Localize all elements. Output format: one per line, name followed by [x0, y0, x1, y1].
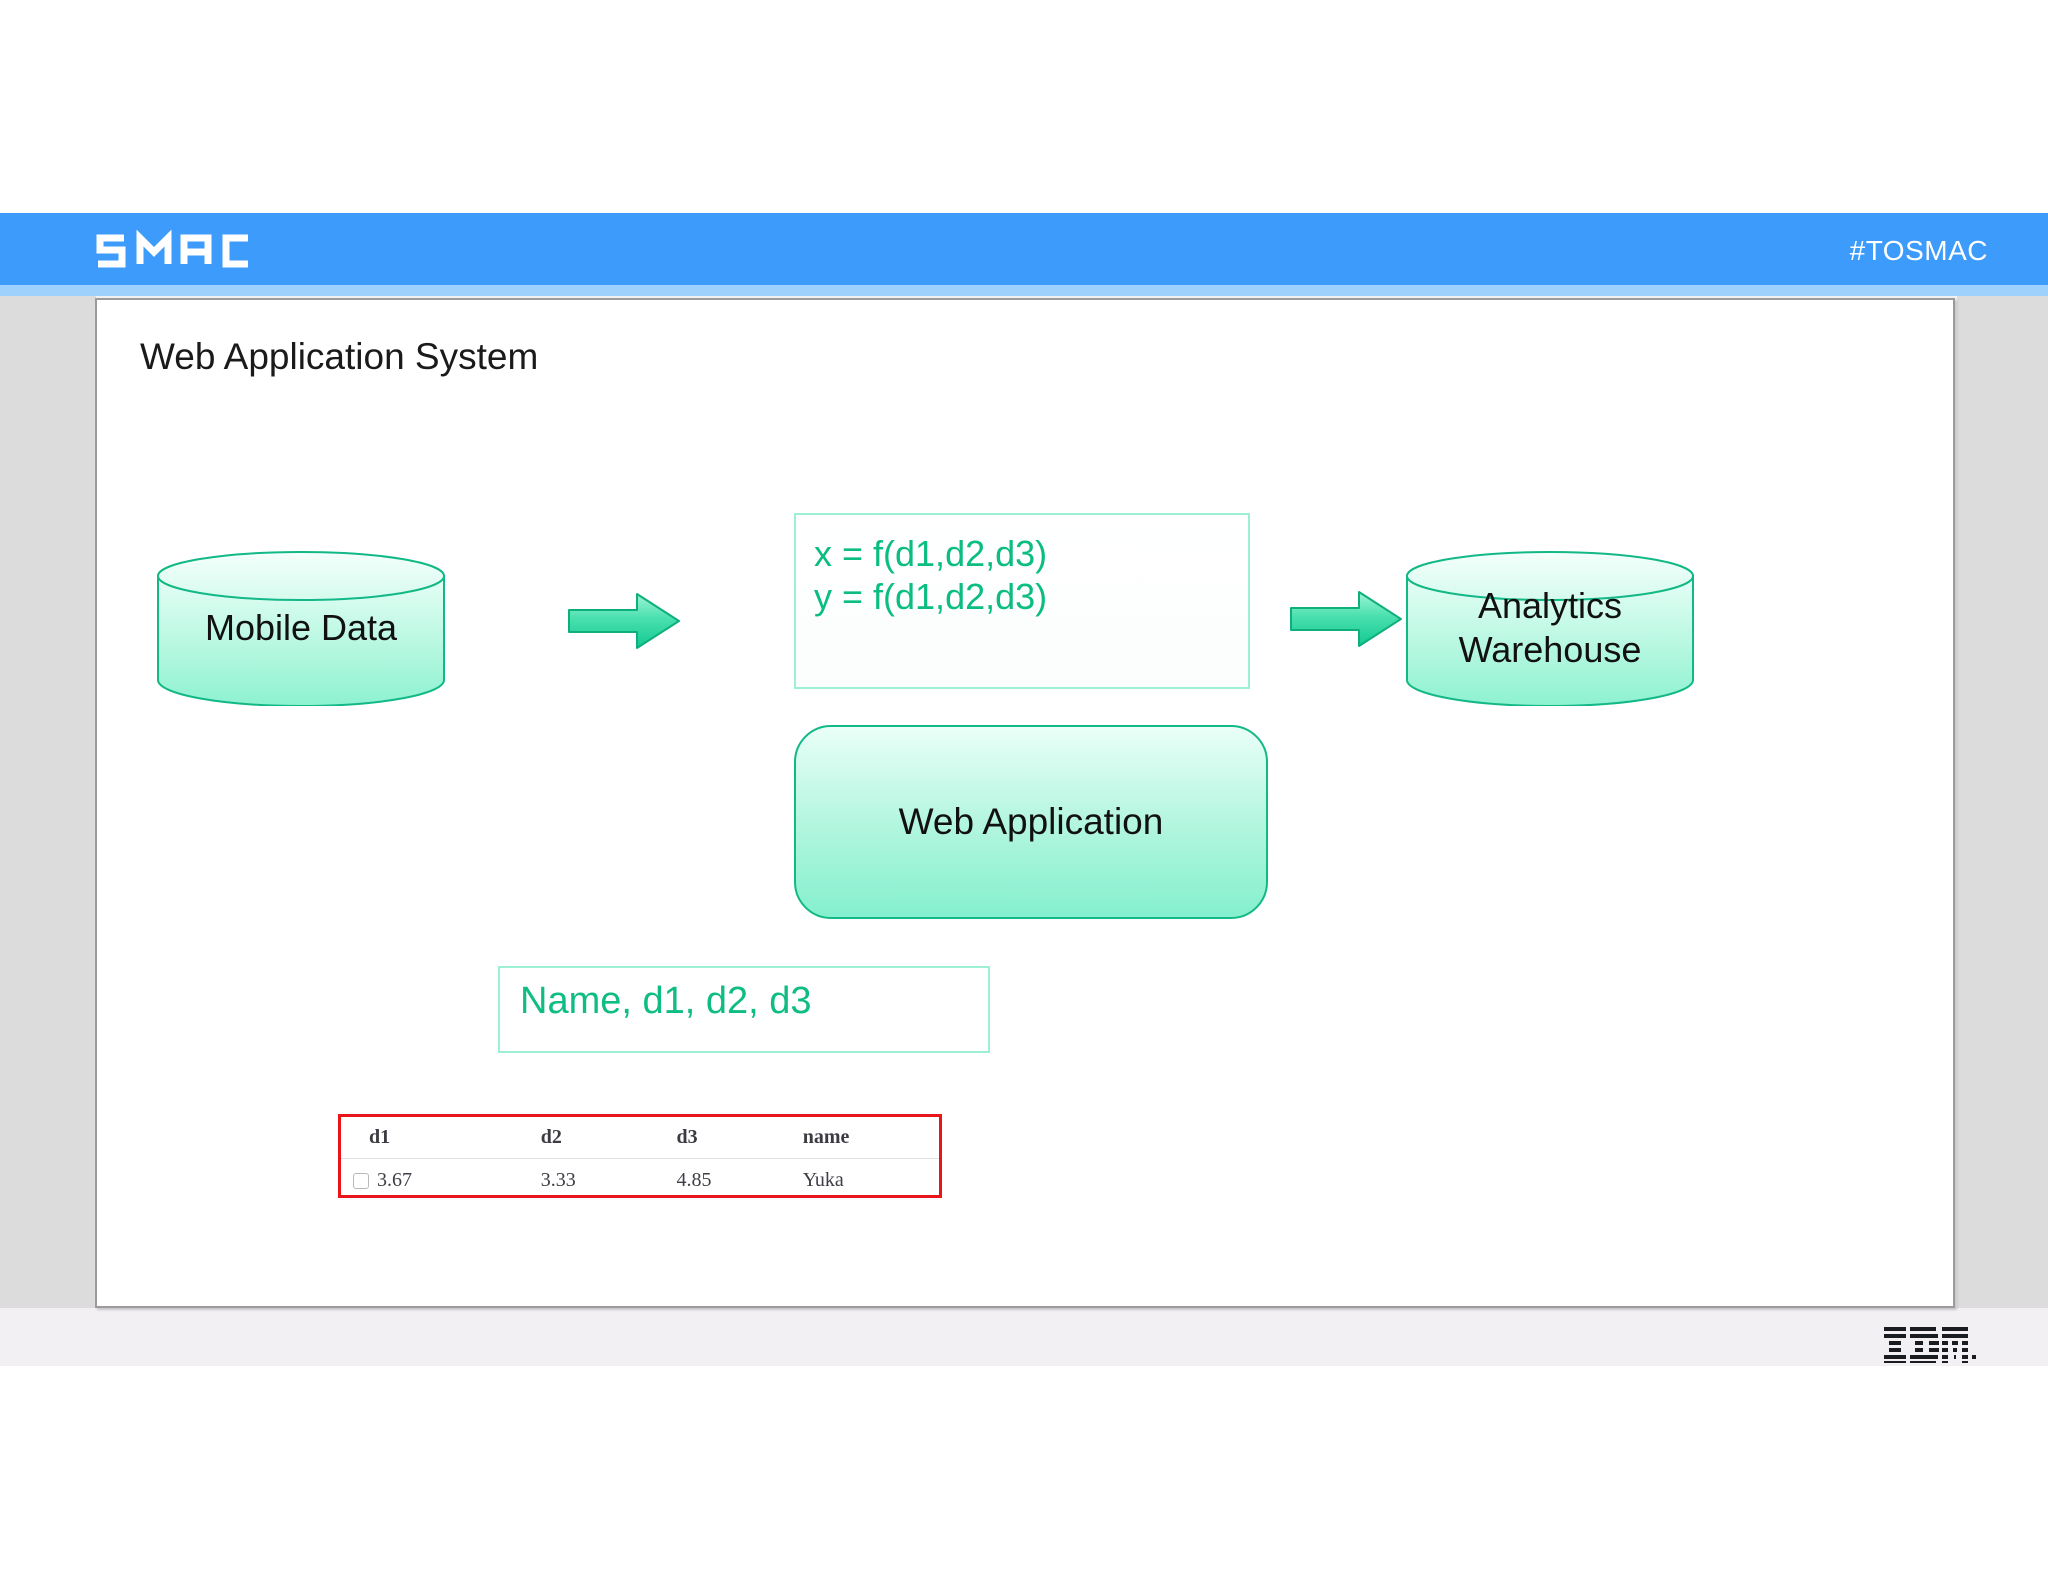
- smac-logo[interactable]: [88, 229, 288, 272]
- right-grey-margin: [1957, 296, 2048, 1308]
- row-checkbox[interactable]: [353, 1173, 369, 1190]
- column-header-d2[interactable]: d2: [540, 1117, 677, 1159]
- formula-line-y: y = f(d1,d2,d3): [814, 576, 1048, 617]
- mobile-data-cylinder[interactable]: Mobile Data: [156, 550, 446, 706]
- brand-bar: [0, 213, 2048, 285]
- page-title: Web Application System: [140, 336, 539, 377]
- table-row[interactable]: 3.67 3.33 4.85 Yuka: [341, 1159, 939, 1201]
- web-application-label: Web Application: [898, 801, 1164, 842]
- ibm-logo: [1884, 1325, 1980, 1363]
- cell-d2: 3.33: [540, 1169, 576, 1191]
- data-table: d1 d2 d3 name 3.67 3.33 4.85 Yuka: [341, 1117, 939, 1200]
- event-hashtag: #TOSMAC: [1849, 235, 1988, 266]
- data-table-highlight: d1 d2 d3 name 3.67 3.33 4.85 Yuka: [338, 1114, 942, 1198]
- formula-line-x: x = f(d1,d2,d3): [814, 533, 1048, 574]
- column-header-d3[interactable]: d3: [676, 1117, 803, 1159]
- table-header-row: d1 d2 d3 name: [341, 1117, 939, 1159]
- fields-callout: Name, d1, d2, d3: [498, 966, 990, 1053]
- cell-d3: 4.85: [676, 1169, 712, 1191]
- column-header-name[interactable]: name: [802, 1117, 939, 1159]
- web-application-box[interactable]: Web Application: [793, 724, 1269, 920]
- brand-bar-underline: [0, 285, 2048, 296]
- arrow-source-to-process-icon: [565, 588, 685, 654]
- cell-d1-value: 3.67: [377, 1169, 412, 1191]
- left-grey-margin: [0, 296, 96, 1308]
- fields-callout-text: Name, d1, d2, d3: [520, 980, 812, 1022]
- data-table-head: d1 d2 d3 name: [341, 1117, 939, 1159]
- analytics-warehouse-cylinder[interactable]: Analytics Warehouse: [1405, 550, 1695, 706]
- cell-d1: 3.67: [341, 1159, 541, 1201]
- formula-callout-text: x = f(d1,d2,d3) y = f(d1,d2,d3): [814, 532, 1047, 618]
- top-white-gap: [0, 0, 2048, 213]
- cell-name: Yuka: [802, 1169, 844, 1191]
- formula-callout: x = f(d1,d2,d3) y = f(d1,d2,d3): [794, 513, 1250, 689]
- slide-canvas: Web Application System x = f(d1,d2,d3) y…: [95, 298, 1955, 1308]
- column-header-d1[interactable]: d1: [341, 1117, 541, 1159]
- data-table-body: 3.67 3.33 4.85 Yuka: [341, 1159, 939, 1201]
- arrow-process-to-sink-icon: [1287, 586, 1407, 652]
